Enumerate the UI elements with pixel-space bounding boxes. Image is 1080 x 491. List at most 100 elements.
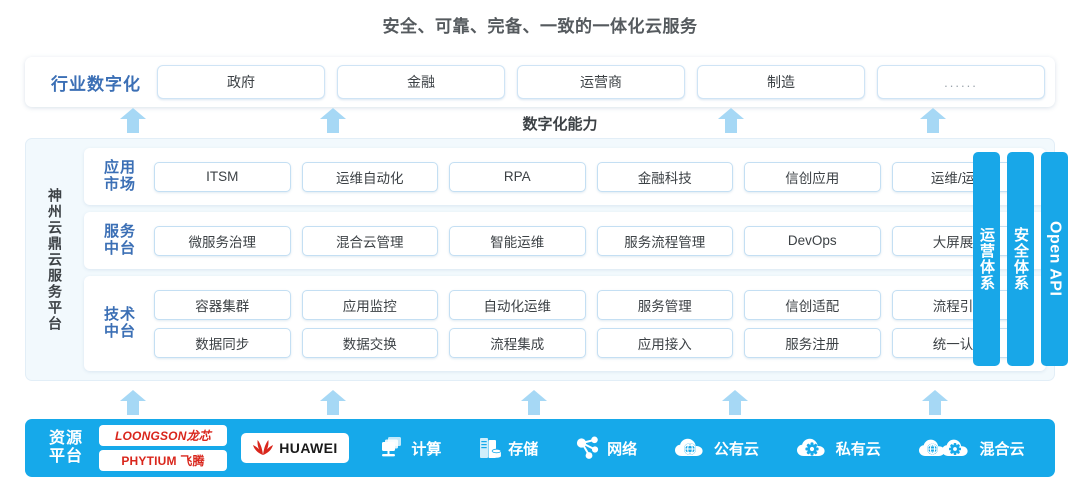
resource-label-line-1: 资源 [48,429,83,447]
up-arrow-resource-1 [120,390,146,415]
row-items-technology-middle-platform: 容器集群 应用监控 自动化运维 服务管理 信创适配 流程引擎 数据同步 数据交换… [146,289,1036,358]
page-title: 安全、可靠、完备、一致的一体化云服务 [382,17,698,36]
arrow-shaft [729,399,741,415]
arrow-shaft [725,117,737,133]
storage-icon [478,436,502,460]
industry-chip-finance[interactable]: 金融 [337,65,505,99]
item-xinchuang-app[interactable]: 信创应用 [744,161,881,192]
row-label-line-2: 中台 [103,239,136,257]
up-arrow-capability-1 [120,108,146,133]
item-microservice-governance[interactable]: 微服务治理 [154,225,291,256]
row-label-line-2: 市场 [103,175,136,193]
item-automated-ops[interactable]: 自动化运维 [449,289,586,320]
item-service-registration[interactable]: 服务注册 [744,327,881,358]
resource-icon-list: 计算 存储 [361,436,1043,460]
industry-band-label: 行业数字化 [51,74,141,94]
resource-item-public-cloud[interactable]: 公有云 [674,437,759,459]
row-label-service-middle-platform: 服务 中台 [94,223,146,258]
industry-chip-list: 政府 金融 运营商 制造 ...... [157,65,1045,99]
item-fintech[interactable]: 金融科技 [596,161,733,192]
arrow-shaft [127,117,139,133]
resource-platform-label: 资源 平台 [37,430,95,467]
resource-label-line-2: 平台 [48,448,83,465]
industry-chip-operator[interactable]: 运营商 [517,65,685,99]
industry-digitalization-band: 行业数字化 政府 金融 运营商 制造 ...... [25,57,1055,107]
item-xinchuang-adaptation[interactable]: 信创适配 [744,289,881,320]
item-ops-operations[interactable]: 运维/运营 [891,161,1028,192]
network-icon [575,436,601,460]
row-service-middle-platform: 服务 中台 微服务治理 混合云管理 智能运维 服务流程管理 DevOps 大屏展… [84,212,1046,269]
up-arrow-capability-4 [920,108,946,133]
item-intelligent-ops[interactable]: 智能运维 [449,225,586,256]
arrow-shaft [127,399,139,415]
row-label-application-market: 应用 市场 [94,159,146,194]
industry-chip-manufacturing[interactable]: 制造 [697,65,865,99]
hybrid-cloud-icon [918,437,974,459]
item-service-management[interactable]: 服务管理 [596,289,733,320]
resource-item-label: 计算 [411,440,442,458]
item-rpa[interactable]: RPA [449,161,586,192]
arrow-head [120,108,146,119]
side-bar-operations-system[interactable]: 运营体系 [973,152,1000,366]
resource-item-label: 混合云 [979,440,1025,458]
huawei-wordmark: HUAWEI [279,440,338,456]
arrow-head [718,108,744,119]
item-itsm[interactable]: ITSM [154,161,291,192]
resource-item-hybrid-cloud[interactable]: 混合云 [918,437,1025,459]
resource-item-network[interactable]: 网络 [575,436,637,460]
resource-item-storage[interactable]: 存储 [478,436,538,460]
item-line: 微服务治理 混合云管理 智能运维 服务流程管理 DevOps 大屏展示 [154,225,1028,256]
cloud-service-platform-panel: 神州云鼎云服务平台 应用 市场 ITSM 运维自动化 RPA 金融科技 信创应用… [25,138,1055,381]
item-line: 数据同步 数据交换 流程集成 应用接入 服务注册 统一认证 [154,327,1028,358]
phytium-logo: PHYTIUM 飞腾 [99,450,227,471]
resource-item-private-cloud[interactable]: 私有云 [796,437,881,459]
digital-capability-label: 数字化能力 [522,116,598,133]
resource-item-label: 存储 [508,440,539,458]
huawei-petal-icon [252,438,274,459]
item-application-access[interactable]: 应用接入 [596,327,733,358]
up-arrow-resource-2 [320,390,346,415]
item-devops[interactable]: DevOps [744,225,881,256]
row-label-technology-middle-platform: 技术 中台 [94,305,146,341]
public-cloud-icon [674,437,708,459]
row-items-service-middle-platform: 微服务治理 混合云管理 智能运维 服务流程管理 DevOps 大屏展示 [146,225,1036,256]
industry-chip-government[interactable]: 政府 [157,65,325,99]
item-application-monitoring[interactable]: 应用监控 [301,289,438,320]
item-line: 容器集群 应用监控 自动化运维 服务管理 信创适配 流程引擎 [154,289,1028,320]
platform-side-bars: 运营体系 安全体系 Open API [973,152,1068,366]
up-arrow-resource-3 [521,390,547,415]
up-arrow-resource-4 [722,390,748,415]
item-hybrid-cloud-management[interactable]: 混合云管理 [301,225,438,256]
arrow-shaft [327,399,339,415]
arrow-shaft [528,399,540,415]
arrow-shaft [327,117,339,133]
huawei-logo: HUAWEI [241,433,349,463]
arrow-head [920,108,946,119]
arrow-head [120,390,146,401]
arrow-shaft [929,399,941,415]
item-ops-automation[interactable]: 运维自动化 [301,161,438,192]
up-arrow-capability-3 [718,108,744,133]
side-bar-open-api[interactable]: Open API [1041,152,1068,366]
loongson-logo: LOONGSON龙芯 [99,425,227,446]
resource-platform-bar: 资源 平台 LOONGSON龙芯 PHYTIUM 飞腾 HUAWEI [25,419,1055,477]
platform-rows: 应用 市场 ITSM 运维自动化 RPA 金融科技 信创应用 运维/运营 服务 … [84,139,1054,380]
item-line: ITSM 运维自动化 RPA 金融科技 信创应用 运维/运营 [154,161,1028,192]
arrow-head [922,390,948,401]
industry-chip-more[interactable]: ...... [877,65,1045,99]
item-process-integration[interactable]: 流程集成 [449,327,586,358]
resource-item-compute[interactable]: 计算 [379,436,441,460]
private-cloud-icon [796,437,830,459]
item-service-process-management[interactable]: 服务流程管理 [596,225,733,256]
item-data-exchange[interactable]: 数据交换 [301,327,438,358]
item-data-sync[interactable]: 数据同步 [154,327,291,358]
item-process-engine[interactable]: 流程引擎 [891,289,1028,320]
platform-vertical-label: 神州云鼎云服务平台 [47,187,63,332]
row-application-market: 应用 市场 ITSM 运维自动化 RPA 金融科技 信创应用 运维/运营 [84,148,1046,205]
side-bar-security-system[interactable]: 安全体系 [1007,152,1034,366]
row-label-line-2: 中台 [103,322,136,340]
item-container-cluster[interactable]: 容器集群 [154,289,291,320]
resource-item-label: 公有云 [713,440,759,458]
arrow-head [521,390,547,401]
row-label-line-1: 技术 [103,305,136,323]
